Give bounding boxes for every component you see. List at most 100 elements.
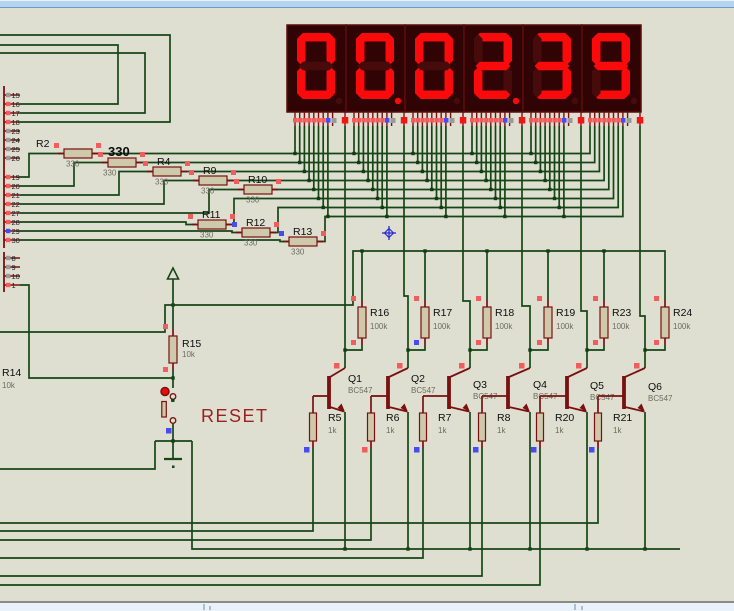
resistor-R21[interactable]: [593, 412, 603, 442]
wire[interactable]: [20, 179, 199, 205]
wire[interactable]: [0, 304, 173, 333]
resistor-R9[interactable]: [198, 175, 228, 186]
wire[interactable]: [20, 152, 64, 178]
segment-d: [298, 90, 334, 99]
resistor-R10[interactable]: [243, 184, 273, 195]
terminal-marker: [636, 117, 644, 124]
wire-junction-dot: [298, 160, 302, 165]
terminal-marker: [6, 210, 11, 216]
base-line[interactable]: [0, 448, 541, 586]
base-line[interactable]: [0, 448, 314, 532]
terminal-marker: [6, 101, 11, 107]
component-pin: [567, 367, 588, 378]
resistor-R13[interactable]: [288, 236, 318, 247]
wire[interactable]: [20, 284, 173, 379]
wire[interactable]: [345, 345, 363, 351]
chip-pin-number: 10: [12, 272, 20, 281]
resistor-R20[interactable]: [535, 412, 545, 442]
component-pin: [508, 406, 530, 413]
wire[interactable]: [20, 161, 108, 187]
resistor-R7[interactable]: [418, 412, 428, 442]
terminal-marker: [304, 447, 310, 453]
resistor-R4[interactable]: [152, 166, 182, 177]
chip-pin-number: 21: [12, 191, 20, 200]
resistor-value: 100k: [673, 322, 691, 331]
terminal-marker: [302, 118, 307, 123]
resistor-R19[interactable]: [543, 306, 553, 339]
segment-b: [326, 34, 335, 65]
resistor-value: 330: [66, 160, 80, 169]
reset-button[interactable]: [161, 400, 167, 418]
segment-rail[interactable]: [92, 126, 591, 155]
segment-rail[interactable]: [181, 126, 601, 173]
wire-junction-dot: [468, 348, 472, 352]
resistor-R15[interactable]: [168, 335, 178, 364]
resistor-R8[interactable]: [477, 412, 487, 442]
wire[interactable]: [20, 170, 153, 196]
resistor-name: R11: [202, 209, 221, 221]
top-scrollbar[interactable]: [0, 0, 734, 8]
display-common-drop[interactable]: [521, 126, 531, 368]
bottom-scrollbar[interactable]: [0, 603, 734, 611]
ground-bus[interactable]: [191, 441, 680, 550]
vcc-bus[interactable]: [173, 250, 666, 306]
terminal-marker: [533, 118, 539, 123]
segment-rail[interactable]: [226, 126, 615, 226]
base-line[interactable]: [0, 448, 372, 541]
display-common-drop[interactable]: [462, 126, 471, 368]
wire[interactable]: [0, 441, 156, 470]
terminal-marker: [6, 255, 11, 261]
display-common-drop[interactable]: [580, 126, 588, 368]
resistor-R17[interactable]: [420, 306, 430, 339]
wire[interactable]: [20, 188, 244, 214]
resistor-R2[interactable]: [63, 148, 93, 159]
wire-junction-dot: [343, 348, 347, 352]
chip-pin-number: 28: [12, 218, 20, 227]
terminal-marker: [6, 237, 11, 243]
terminal-marker: [6, 219, 11, 225]
wire[interactable]: [0, 52, 146, 114]
wire-junction-dot: [470, 151, 474, 156]
display-common-drop[interactable]: [403, 126, 409, 368]
transistor-part: BC547: [590, 393, 615, 402]
base-line[interactable]: [0, 448, 424, 559]
resistor-R16[interactable]: [357, 306, 367, 339]
resistor-R5[interactable]: [308, 412, 318, 442]
base-line[interactable]: [0, 448, 599, 524]
terminal-marker: [493, 118, 498, 123]
terminal-marker: [375, 118, 380, 123]
segment-rail[interactable]: [272, 126, 610, 191]
resistor-330[interactable]: [107, 157, 137, 168]
wire[interactable]: [20, 221, 198, 226]
resistor-R11[interactable]: [197, 219, 227, 230]
display-common-drop[interactable]: [639, 126, 646, 368]
segment-rail[interactable]: [136, 126, 596, 164]
terminal-marker: [518, 117, 526, 124]
wire-junction-dot: [489, 187, 493, 192]
terminal-marker: [98, 152, 103, 157]
wire[interactable]: [470, 345, 488, 351]
wire[interactable]: [587, 345, 605, 351]
terminal-marker: [537, 296, 542, 301]
wire[interactable]: [408, 345, 426, 351]
resistor-R18[interactable]: [482, 306, 492, 339]
reset-button-actuator[interactable]: [160, 386, 170, 397]
resistor-R24[interactable]: [660, 306, 670, 339]
wire-junction-dot: [479, 169, 484, 174]
wire[interactable]: [0, 34, 171, 123]
wire[interactable]: [0, 44, 119, 105]
resistor-value: 330: [291, 248, 305, 257]
terminal-marker: [6, 174, 11, 180]
terminal-marker: [390, 118, 396, 123]
wire[interactable]: [645, 345, 666, 351]
resistor-R23[interactable]: [599, 306, 609, 339]
resistor-R12[interactable]: [241, 227, 271, 238]
wire[interactable]: [530, 345, 549, 351]
component-pin: [624, 406, 645, 413]
chip-pin-number: 17: [12, 109, 20, 118]
segment-a: [416, 33, 452, 42]
resistor-R6[interactable]: [366, 412, 376, 442]
segment-rail[interactable]: [227, 126, 605, 182]
base-line[interactable]: [0, 448, 483, 577]
